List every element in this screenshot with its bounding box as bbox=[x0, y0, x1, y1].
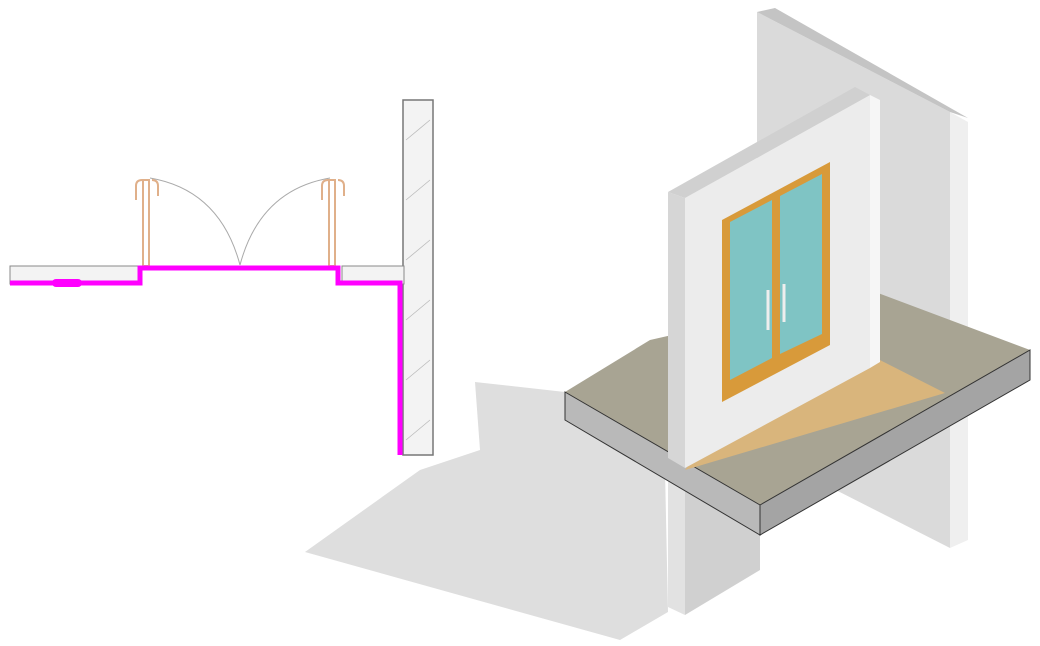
column-below bbox=[668, 480, 685, 615]
front-wall-edge bbox=[668, 192, 685, 468]
plan-view bbox=[9, 99, 434, 456]
highlight-marker bbox=[52, 279, 82, 287]
wall-hatch bbox=[405, 119, 431, 441]
double-door bbox=[722, 162, 830, 402]
front-wall-top bbox=[668, 87, 870, 198]
inner-wall-side bbox=[870, 95, 880, 368]
wood-floor bbox=[685, 355, 945, 470]
glass-right bbox=[780, 174, 822, 354]
door-leaves bbox=[135, 179, 345, 267]
back-wall-top bbox=[757, 8, 968, 118]
3d-view bbox=[305, 8, 1031, 640]
plan-vertical-wall bbox=[402, 99, 434, 456]
slab-right-edge bbox=[759, 349, 1031, 536]
door-leaf-left bbox=[142, 179, 150, 267]
shadow bbox=[305, 382, 668, 640]
glass-left bbox=[730, 200, 772, 380]
door-swing-arcs bbox=[149, 177, 331, 266]
door-leaf-right bbox=[328, 179, 336, 267]
highlighted-wall-path bbox=[10, 265, 403, 455]
